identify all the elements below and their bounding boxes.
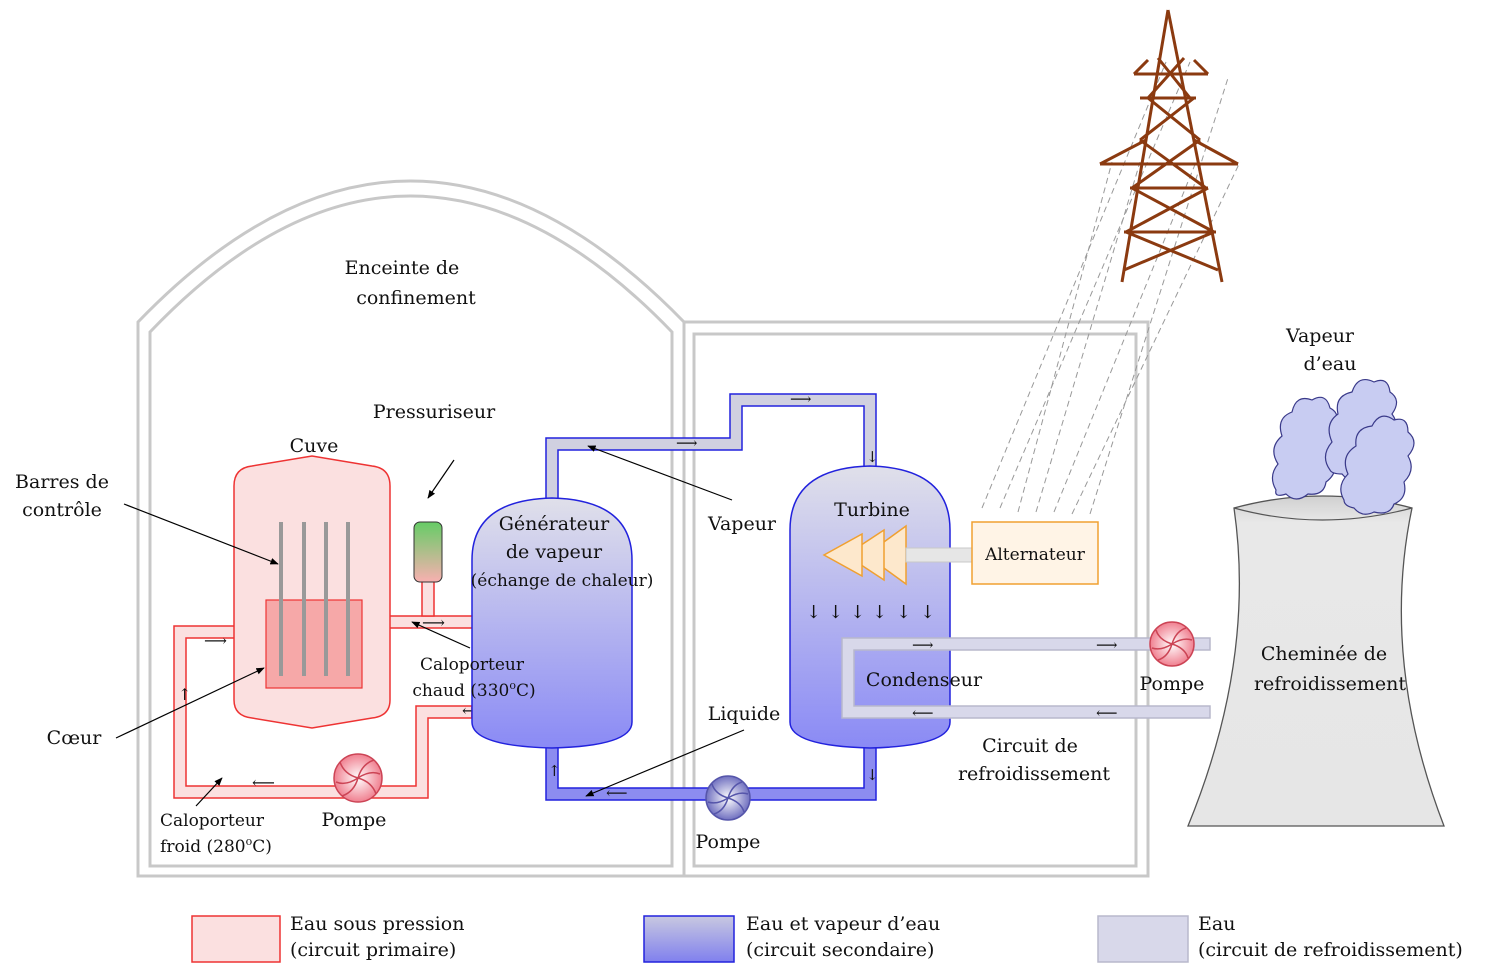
svg-text:⟶: ⟶: [1096, 636, 1118, 654]
cooling-circuit-label-line2: refroidissement: [958, 763, 1110, 785]
steam-generator-label-line3: (échange de chaleur): [471, 571, 654, 591]
steam-label: Vapeur: [707, 513, 777, 535]
core-label: Cœur: [47, 727, 103, 749]
pylon-icon: [1099, 9, 1239, 283]
svg-text:↑: ↑: [548, 762, 561, 780]
legend-secondary-line2: (circuit secondaire): [746, 939, 934, 961]
power-lines: [981, 61, 1241, 515]
steam-generator-label-line2: de vapeur: [506, 541, 603, 563]
svg-text:↓: ↓: [866, 766, 879, 784]
cooling-tower-label-line2: refroidissement: [1254, 673, 1406, 695]
svg-text:⟶: ⟶: [422, 613, 445, 632]
svg-text:↓: ↓: [828, 602, 843, 623]
cooling-pump: [1149, 621, 1195, 667]
turbine-building: [684, 320, 1150, 878]
control-rods: [279, 522, 350, 676]
svg-text:⟵: ⟵: [1096, 704, 1118, 722]
legend-cooling-line1: Eau: [1198, 913, 1235, 935]
cooling-pump-label: Pompe: [1140, 673, 1205, 695]
turbine-shaft: [905, 547, 973, 563]
legend-item-primary: Eau sous pression (circuit primaire): [191, 913, 464, 963]
water-vapor-label-line1: Vapeur: [1285, 325, 1355, 347]
legend-secondary-line1: Eau et vapeur d’eau: [746, 913, 940, 935]
pressurizer-label: Pressuriseur: [373, 401, 496, 423]
svg-text:↓: ↓: [896, 602, 911, 623]
svg-text:↓: ↓: [850, 602, 865, 623]
control-rods-label-line2: contrôle: [22, 499, 102, 521]
svg-text:⟵: ⟵: [252, 773, 275, 792]
svg-text:↓: ↓: [806, 602, 821, 623]
legend: Eau sous pression (circuit primaire) Eau…: [191, 913, 1463, 963]
legend-item-cooling: Eau (circuit de refroidissement): [1097, 913, 1463, 963]
secondary-pump-label: Pompe: [696, 831, 761, 853]
turbine-condenser: [789, 465, 951, 749]
cooling-flow-arrows: ⟶ ⟶ ⟵ ⟵: [912, 636, 1118, 722]
alternator-label: Alternateur: [984, 545, 1086, 565]
steam-generator-label-line1: Générateur: [499, 513, 610, 535]
pressurizer: [413, 521, 443, 583]
cooling-tower: [1187, 495, 1445, 827]
svg-text:↓: ↓: [872, 602, 887, 623]
legend-item-secondary: Eau et vapeur d’eau (circuit secondaire): [643, 913, 940, 963]
svg-text:↓: ↓: [866, 448, 879, 466]
cooling-circuit-label-line1: Circuit de: [982, 735, 1078, 757]
cooling-tower-label-line1: Cheminée de: [1261, 643, 1387, 665]
secondary-pump: [705, 775, 751, 821]
svg-text:⟵: ⟵: [912, 704, 934, 722]
legend-primary-line1: Eau sous pression: [290, 913, 464, 935]
cold-coolant-label-line2: froid (280oC): [160, 835, 272, 857]
condensation-arrows: ↓ ↓ ↓ ↓ ↓ ↓: [806, 602, 935, 623]
steam-generator: [471, 497, 633, 749]
containment-building: [136, 179, 686, 878]
svg-text:⟵: ⟵: [606, 784, 628, 802]
svg-text:↓: ↓: [920, 602, 935, 623]
legend-primary-line2: (circuit primaire): [290, 939, 456, 961]
cold-coolant-label-line1: Caloporteur: [160, 811, 265, 831]
primary-pump-label: Pompe: [322, 809, 387, 831]
hot-coolant-label-line1: Caloporteur: [420, 655, 525, 675]
legend-cooling-line2: (circuit de refroidissement): [1198, 939, 1463, 961]
condenser-label: Condenseur: [866, 669, 983, 691]
secondary-flow-arrows: ⟶ ⟶ ↓ ↓ ⟵ ↑: [548, 390, 879, 802]
liquid-label: Liquide: [708, 703, 781, 725]
annotation-arrows: [115, 445, 745, 807]
hot-coolant-label-line2: chaud (330oC): [412, 679, 535, 701]
svg-text:⟶: ⟶: [912, 636, 934, 654]
containment-label-line1: Enceinte de: [345, 257, 460, 279]
turbine-rotor: [822, 524, 907, 586]
svg-text:⟶: ⟶: [676, 434, 698, 452]
containment-label-line2: confinement: [356, 287, 476, 309]
control-rods-label-line1: Barres de: [15, 471, 109, 493]
water-vapor-label-line2: d’eau: [1303, 353, 1356, 375]
steam-clouds: [1271, 379, 1415, 515]
reactor-vessel: [233, 455, 391, 729]
alternator: Alternateur: [971, 521, 1099, 585]
svg-text:↑: ↑: [178, 685, 191, 704]
vessel-label: Cuve: [290, 435, 339, 457]
primary-pump: [333, 753, 383, 803]
turbine-label: Turbine: [834, 499, 910, 521]
svg-text:⟶: ⟶: [204, 631, 227, 650]
svg-text:⟶: ⟶: [790, 390, 812, 408]
